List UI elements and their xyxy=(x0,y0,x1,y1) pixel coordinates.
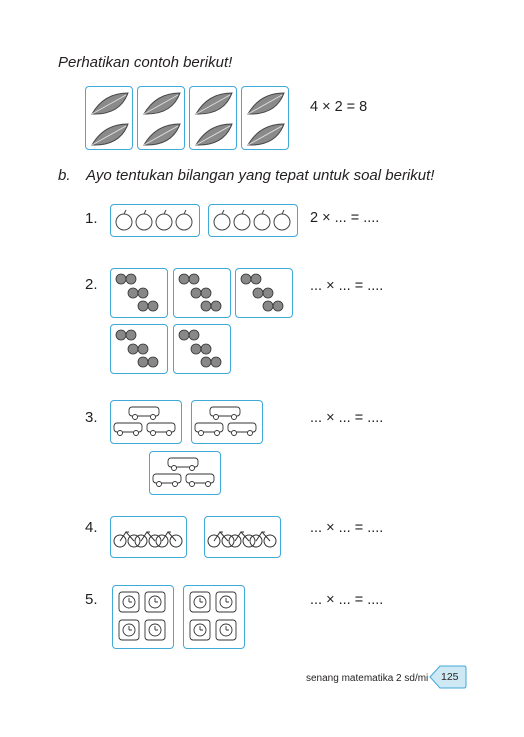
problem-equation: ... × ... = .... xyxy=(310,410,384,426)
problem-number: 3. xyxy=(85,409,98,426)
clock-group-box xyxy=(112,585,174,649)
clock-icon xyxy=(189,591,237,641)
problem-equation: ... × ... = .... xyxy=(310,278,384,294)
strawberry-icon xyxy=(178,273,222,312)
car-group-box xyxy=(191,400,263,444)
leaf-icon xyxy=(247,92,285,146)
car-icon xyxy=(194,406,257,436)
problem-number: 5. xyxy=(85,591,98,608)
strawberry-group-box xyxy=(173,268,231,318)
section-b-instruction: Ayo tentukan bilangan yang tepat untuk s… xyxy=(86,167,435,184)
car-group-box xyxy=(149,451,221,495)
bicycle-icon xyxy=(113,531,183,548)
page-number: 125 xyxy=(441,671,459,683)
strawberry-icon xyxy=(240,273,284,312)
strawberry-icon xyxy=(115,273,159,312)
leaf-icon xyxy=(195,92,233,146)
bicycle-group-box xyxy=(110,516,187,558)
example-equation: 4 × 2 = 8 xyxy=(310,99,368,115)
leaf-group-box xyxy=(241,86,289,150)
strawberry-icon xyxy=(115,329,159,368)
problem-number: 1. xyxy=(85,210,98,227)
car-icon xyxy=(113,406,176,436)
problem-number: 2. xyxy=(85,276,98,293)
clock-group-box xyxy=(183,585,245,649)
page-number-badge: 125 xyxy=(428,664,468,690)
problem-equation: 2 × ... = .... xyxy=(310,210,380,226)
strawberry-group-box xyxy=(110,324,168,374)
leaf-icon xyxy=(143,92,181,146)
problem-equation: ... × ... = .... xyxy=(310,520,384,536)
section-b-letter: b. xyxy=(58,167,71,184)
leaf-group-box xyxy=(189,86,237,150)
problem-equation: ... × ... = .... xyxy=(310,592,384,608)
problem-number: 4. xyxy=(85,519,98,536)
strawberry-icon xyxy=(178,329,222,368)
clock-icon xyxy=(118,591,166,641)
apple-icon xyxy=(115,209,193,231)
bicycle-icon xyxy=(207,531,277,548)
intro-text: Perhatikan contoh berikut! xyxy=(58,54,233,71)
car-group-box xyxy=(110,400,182,444)
leaf-group-box xyxy=(85,86,133,150)
apple-icon xyxy=(213,209,291,231)
apple-group-box xyxy=(208,204,298,237)
apple-group-box xyxy=(110,204,200,237)
leaf-group-box xyxy=(137,86,185,150)
strawberry-group-box xyxy=(110,268,168,318)
car-icon xyxy=(152,457,215,487)
book-title: senang matematika 2 sd/mi xyxy=(306,673,429,684)
bicycle-group-box xyxy=(204,516,281,558)
strawberry-group-box xyxy=(235,268,293,318)
leaf-icon xyxy=(91,92,129,146)
strawberry-group-box xyxy=(173,324,231,374)
